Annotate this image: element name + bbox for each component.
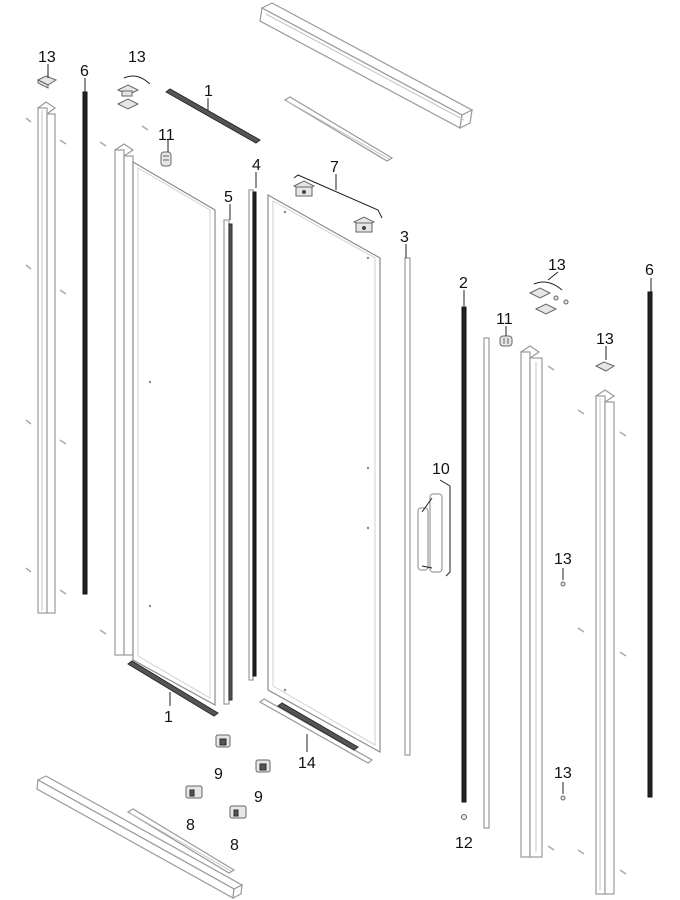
block-8-right [229, 805, 247, 819]
clip-pair-13-left [116, 84, 149, 131]
sliding-door-panel [267, 193, 381, 754]
right-wall-profile [594, 389, 616, 895]
profile-4 [248, 189, 257, 681]
left-wall-profile [36, 101, 57, 614]
rail-1-bottom [127, 660, 219, 717]
top-guide-strip [283, 96, 394, 162]
hanger-roller-7-right [352, 216, 376, 233]
screw-13-upper [560, 581, 566, 587]
profile-5 [223, 219, 233, 705]
bottom-guide-14 [258, 698, 374, 764]
top-rail-profile [259, 2, 474, 130]
label-10: 10 [432, 461, 450, 478]
right-frame-profile [519, 345, 555, 858]
seal-strip-2 [461, 306, 467, 820]
label-4: 4 [252, 157, 261, 174]
label-13-clips-right: 13 [548, 257, 566, 274]
screw-13-lower [560, 795, 566, 801]
label-3: 3 [400, 229, 409, 246]
label-6-right: 6 [645, 262, 654, 279]
label-9-right: 9 [254, 789, 263, 806]
label-13-cap-right: 13 [596, 331, 614, 348]
label-2: 2 [459, 275, 468, 292]
seal-strip-6-right [647, 291, 653, 798]
rail-1-top [165, 88, 261, 144]
left-fixed-panel [99, 141, 216, 707]
label-13-screw-upper: 13 [554, 551, 572, 568]
label-6-left: 6 [80, 63, 89, 80]
label-12: 12 [455, 835, 473, 852]
leader-lines [47, 64, 652, 794]
label-13-top-left: 13 [38, 49, 56, 66]
label-1-top: 1 [204, 83, 213, 100]
seal-strip-6-left [82, 91, 88, 595]
label-7: 7 [330, 159, 339, 176]
block-9-left [215, 734, 231, 748]
label-9-left: 9 [214, 766, 223, 783]
label-11-left: 11 [158, 127, 175, 144]
profile-3 [404, 257, 411, 756]
label-13-clips-left: 13 [128, 49, 146, 66]
label-8-right: 8 [230, 837, 239, 854]
label-8-left: 8 [186, 817, 195, 834]
block-9-right [255, 759, 271, 773]
label-11-right: 11 [496, 311, 513, 328]
left-wall-fixing-ticks [25, 117, 67, 595]
label-14: 14 [298, 755, 316, 772]
bottom-guide-strip [126, 808, 236, 874]
bottom-rail-profile [36, 775, 244, 900]
end-cap-13-right [594, 361, 616, 372]
right-wall-fixing-ticks [577, 409, 627, 875]
right-inner-strip [483, 337, 490, 829]
handle-10 [417, 493, 443, 573]
label-13-screw-lower: 13 [554, 765, 572, 782]
roller-11-right [499, 335, 513, 347]
label-1-bottom: 1 [164, 709, 173, 726]
hanger-roller-7-left [292, 180, 316, 197]
label-5: 5 [224, 189, 233, 206]
end-cap-13-top-left [36, 75, 58, 89]
roller-11-left [160, 151, 172, 167]
block-8-left [185, 785, 203, 799]
clip-pair-13-right [528, 287, 569, 315]
